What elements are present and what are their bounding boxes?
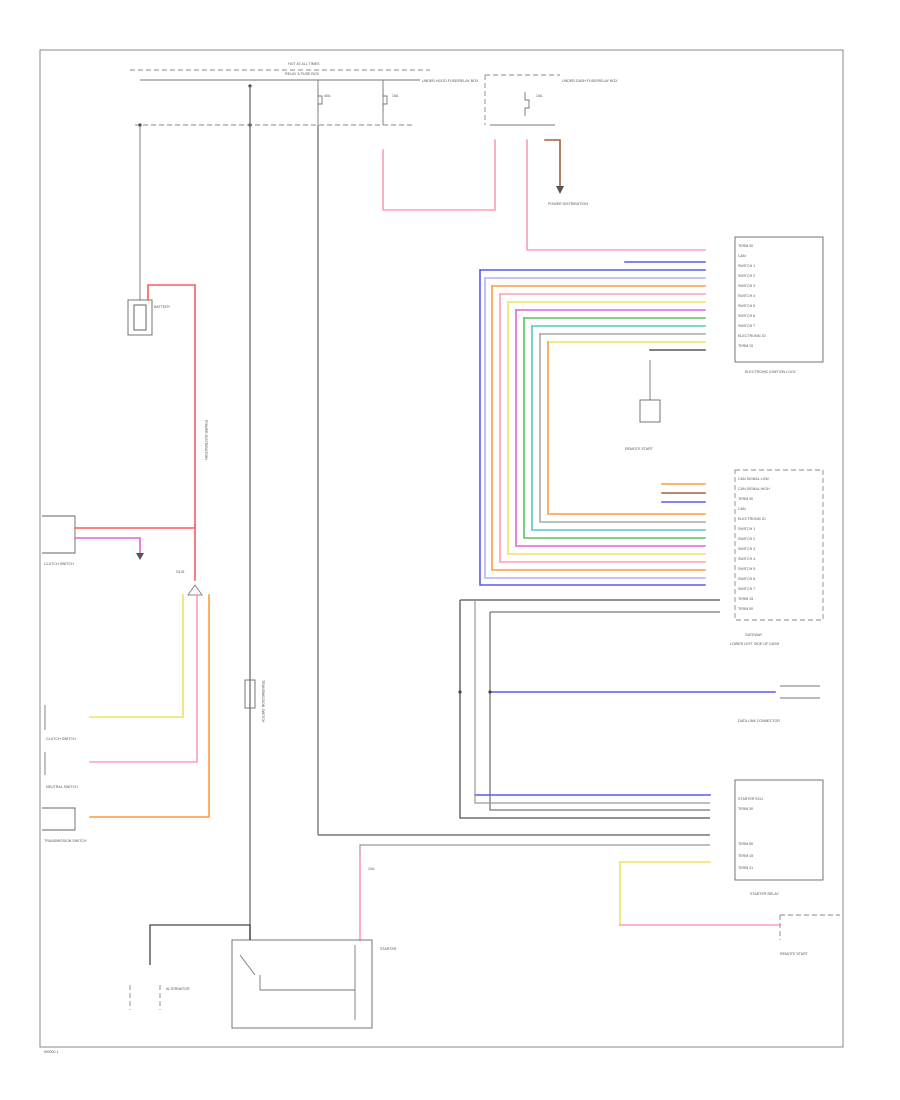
- gateway-pin-13: TERM 50: [738, 607, 753, 611]
- diagram-border: [39, 49, 844, 1048]
- ecm-box: TERM 30 CAN SWITCH 1 SWITCH 2 SWITCH 3 S…: [734, 236, 824, 374]
- data-link-connector: DATA LINK CONNECTOR: [738, 685, 820, 723]
- gateway-pin-9: SWITCH 5: [738, 567, 755, 571]
- ecm-pin-6: SWITCH 5: [738, 304, 755, 308]
- under-hood-fuse-box: HOT AT ALL TIMES RELAY & FUSE BOX 40A 15…: [130, 62, 479, 127]
- ecm-pin-3: SWITCH 2: [738, 274, 755, 278]
- gateway-pin-6: SWITCH 2: [738, 537, 755, 541]
- ecm-harness: [479, 261, 706, 586]
- starter-ecu-pin-4: TERM 31: [738, 866, 753, 870]
- starter-relay-label: STARTER RELAY: [750, 892, 780, 896]
- gateway-pin-12: TERM 15: [738, 597, 753, 601]
- clutch-switch: CLUTCH SWITCH: [44, 705, 76, 741]
- ignition-switch-label: CLUTCH SWITCH: [44, 562, 74, 566]
- hot-bus-label: HOT AT ALL TIMES: [288, 62, 320, 66]
- starter-ecu-box: STARTER ECU TERM 30 TERM 50 TERM 15 TERM…: [734, 779, 824, 896]
- gateway-pin-7: SWITCH 3: [738, 547, 755, 551]
- under-dash-relay-box-label: UNDER-DASH FUSE/RELAY BOX: [562, 79, 618, 83]
- starter-ecu-pin-3: TERM 15: [738, 854, 753, 858]
- battery-wire-label: POWER DISTRIBUTION: [204, 420, 208, 460]
- power-distribution-label: POWER DISTRIBUTION: [548, 202, 588, 206]
- battery-label: BATTERY: [154, 305, 171, 309]
- starter-wire-label: 10A: [368, 867, 375, 871]
- key-reader: REMOTE START: [625, 360, 661, 451]
- gateway-label: GATEWAY: [745, 633, 763, 637]
- clutch-switch-label: CLUTCH SWITCH: [46, 737, 76, 741]
- relay-fuse-box-label: RELAY & FUSE BOX: [285, 72, 320, 76]
- gateway-pin-3: CAN: [738, 507, 746, 511]
- return-bundle: [458, 599, 776, 819]
- ecm-pin-5: SWITCH 4: [738, 294, 755, 298]
- transmission-switch-label: TRANSMISSION SWITCH: [44, 839, 87, 843]
- ecm-pin-1: CAN: [738, 254, 746, 258]
- ignition-switch-box: CLUTCH SWITCH: [42, 515, 196, 566]
- remote-start-label: REMOTE START: [780, 952, 809, 956]
- junction-arrow: [187, 584, 203, 596]
- gateway-pin-11: SWITCH 7: [738, 587, 755, 591]
- starter-ecu-pin-0: STARTER ECU: [738, 797, 763, 801]
- ecm-pin-0: TERM 30: [738, 244, 753, 248]
- fuse-15a-label: 15A: [392, 94, 399, 98]
- neutral-switch: NEUTRAL SWITCH: [44, 752, 78, 789]
- transmission-switch: TRANSMISSION SWITCH: [42, 807, 87, 843]
- alternator-symbol: ALTERNATOR: [129, 985, 190, 1010]
- data-link-label: DATA LINK CONNECTOR: [738, 719, 780, 723]
- gateway-pin-5: SWITCH 1: [738, 527, 755, 531]
- ecm-pin-4: SWITCH 3: [738, 284, 755, 288]
- fuse-40a-label: 40A: [324, 94, 331, 98]
- starter-ecu-pin-2: TERM 50: [738, 842, 753, 846]
- ecm-pin-2: SWITCH 1: [738, 264, 755, 268]
- ecm-pin-8: SWITCH 7: [738, 324, 755, 328]
- junction-label: G101: [176, 570, 185, 574]
- inline-fuse: [244, 679, 256, 709]
- gateway-location-label: LOWER LEFT SIDE OF DASH: [730, 642, 780, 646]
- neutral-switch-label: NEUTRAL SWITCH: [46, 785, 78, 789]
- under-hood-relay-box-label: UNDER-HOOD FUSE/RELAY BOX: [422, 79, 479, 83]
- ecm-label: ELECTRONIC IGNITION LOCK: [745, 370, 797, 374]
- starter-assembly: STARTER: [149, 924, 397, 1029]
- ecm-pin-10: TERM 15: [738, 344, 753, 348]
- starter-ecu-pin-1: TERM 30: [738, 807, 753, 811]
- remote-start-box: REMOTE START: [779, 914, 840, 956]
- gateway-pin-10: SWITCH 6: [738, 577, 755, 581]
- battery-symbol: BATTERY: [127, 299, 171, 336]
- under-dash-relay-box: 10A UNDER-DASH FUSE/RELAY BOX POWER DIST…: [484, 74, 618, 206]
- alternator-label: ALTERNATOR: [166, 987, 190, 991]
- gateway-pin-4: ELECTRONIC ID: [738, 517, 766, 521]
- key-reader-label: REMOTE START: [625, 447, 654, 451]
- gateway-pin-1: CAN SIGNAL HIGH: [738, 487, 770, 491]
- ecm-pin-9: ELECTRONIC ID: [738, 334, 766, 338]
- footer-code: W0000-1: [44, 1050, 59, 1054]
- gateway-pin-0: CAN SIGNAL LOW: [738, 477, 769, 481]
- ecm-pin-7: SWITCH 6: [738, 314, 755, 318]
- starter-label: STARTER: [380, 947, 397, 951]
- gateway-pin-8: SWITCH 4: [738, 557, 755, 561]
- inline-fuse-label: TRANSMISSION SWITCH: [261, 680, 265, 723]
- gateway-box: CAN SIGNAL LOW CAN SIGNAL HIGH TERM 30 C…: [730, 469, 824, 646]
- gateway-pin-2: TERM 30: [738, 497, 753, 501]
- fuse-10a-label: 10A: [536, 94, 543, 98]
